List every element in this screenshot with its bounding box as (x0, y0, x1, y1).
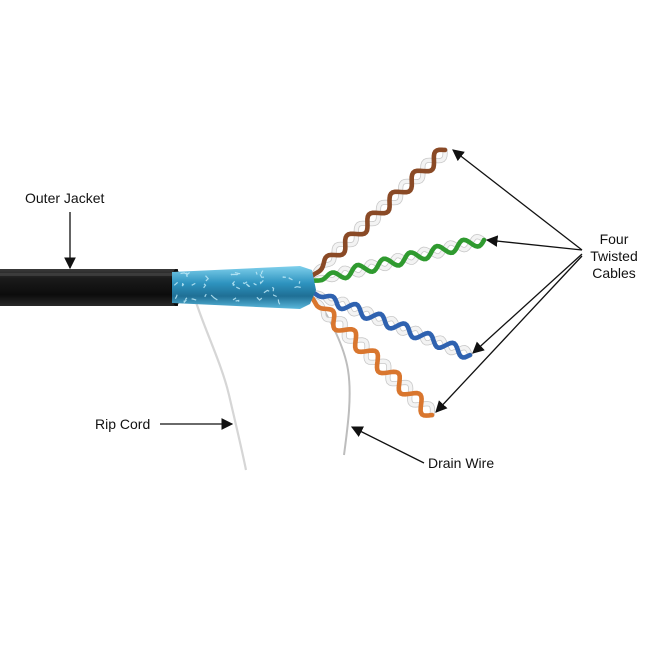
foil-crinkle (210, 294, 218, 301)
cables-label-line-1: Four (599, 231, 629, 247)
foil-crinkle (186, 272, 190, 276)
foil-crinkle (253, 282, 257, 286)
foil-crinkle (255, 271, 258, 275)
foil-crinkle (236, 286, 241, 290)
outer-jacket (0, 269, 181, 306)
foil-crinkle (298, 281, 301, 284)
foil-crinkle (233, 273, 239, 276)
foil-crinkle (260, 270, 264, 275)
foil-crinkle (259, 279, 264, 285)
cables-label-line-2: Twisted (590, 248, 638, 264)
foil-shield (172, 266, 316, 309)
foil-crinkle (277, 299, 281, 305)
foil-crinkle (183, 299, 187, 304)
foil-crinkle (184, 297, 188, 301)
pair-green (309, 233, 487, 284)
rip-cord-label: Rip Cord (95, 416, 151, 432)
pair-orange (309, 295, 436, 418)
foil-crinkle (203, 283, 207, 289)
foil-crinkle (256, 296, 263, 301)
rip-cord (194, 301, 248, 471)
arrow-cable-blue (472, 253, 583, 354)
foil-crinkle (271, 286, 275, 292)
foil-crinkle (273, 294, 277, 298)
foil-crinkle (294, 286, 301, 289)
pair-blue-colored-strand (309, 289, 473, 360)
arrow-drain-wire (350, 426, 425, 464)
foil-crinkle (173, 281, 178, 286)
pair-green-colored-strand (309, 237, 487, 284)
four-twisted-cables-label: Four Twisted Cables (584, 231, 644, 282)
foil-crinkle (263, 289, 270, 294)
pair-blue (309, 289, 473, 360)
foil-crinkle (204, 293, 207, 298)
foil-crinkle (232, 283, 235, 286)
foil-crinkle (234, 272, 241, 275)
pair-green-white-strand-core (310, 234, 486, 283)
outer-jacket-label: Outer Jacket (25, 190, 105, 206)
foil-crinkle (181, 283, 185, 287)
foil-crinkle (288, 277, 293, 281)
foil-crinkle (242, 281, 248, 285)
foil-crinkle (232, 297, 237, 301)
foil-crinkle (282, 276, 286, 278)
pair-orange-colored-strand (309, 295, 435, 418)
cables-label-line-3: Cables (592, 265, 636, 281)
foil-crinkle (205, 275, 210, 282)
pair-orange-white-strand-core (310, 296, 435, 417)
foil-crinkle (245, 283, 251, 288)
foil-crinkle (235, 299, 240, 302)
foil-crinkle (180, 272, 188, 275)
drain-wire-label: Drain Wire (428, 455, 495, 471)
pair-brown (309, 147, 448, 279)
foil-crinkle (191, 282, 196, 286)
arrow-cable-orange (435, 255, 583, 413)
twisted-pairs (309, 147, 487, 418)
arrow-cable-green (485, 235, 583, 251)
foil-crinkle (259, 274, 265, 278)
foil-crinkle (191, 298, 197, 301)
pair-brown-colored-strand (309, 147, 448, 279)
foil-crinkle (186, 274, 188, 277)
arrow-cable-brown (452, 149, 583, 251)
pair-blue-white-strand-core (310, 290, 472, 357)
foil-crinkle (174, 294, 178, 299)
